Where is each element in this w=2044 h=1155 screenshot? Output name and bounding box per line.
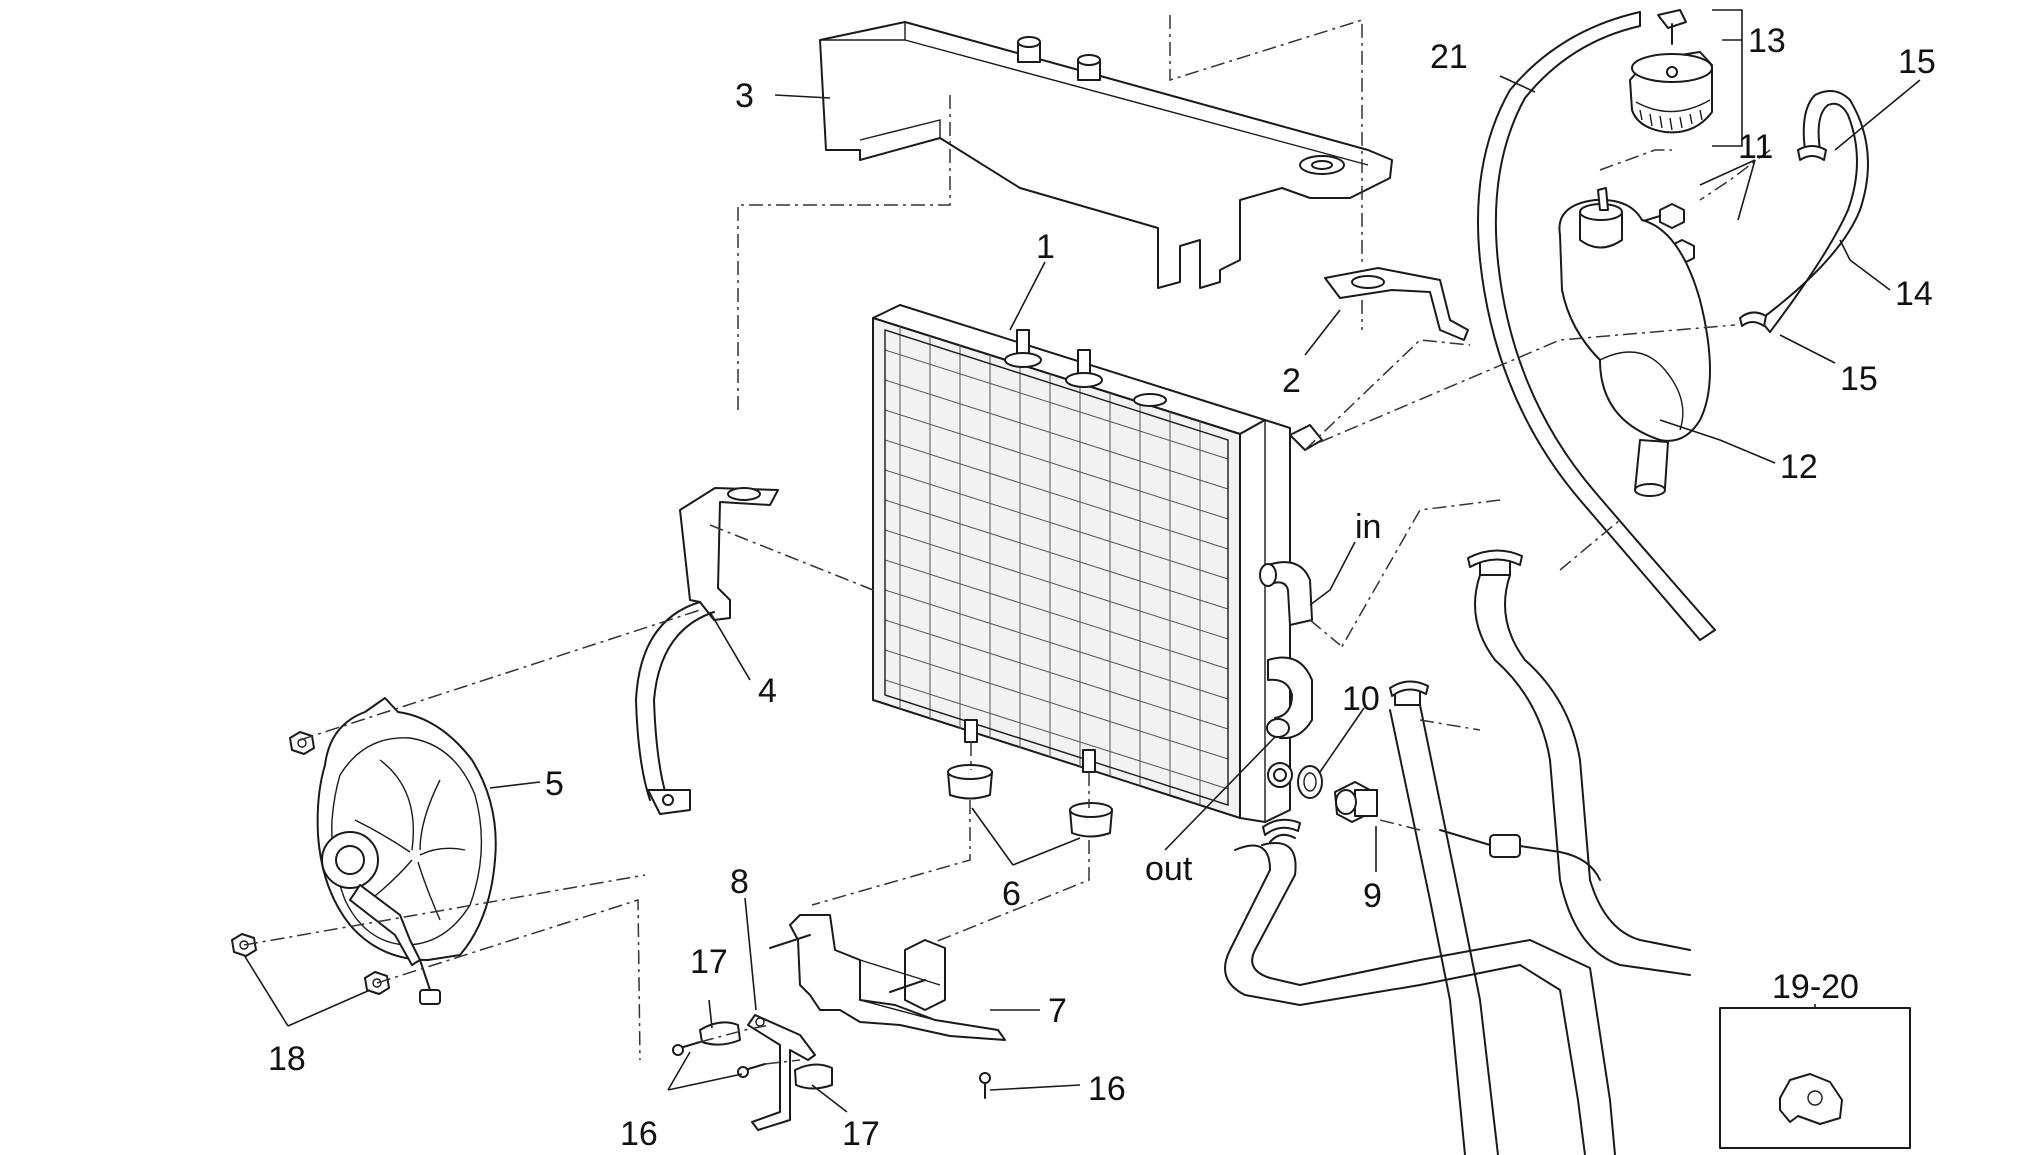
callout-4: 4 [758,672,777,710]
callout-6: 6 [1002,875,1021,913]
callout-15-bottom: 15 [1840,360,1878,398]
part-3-upper-bracket [819,21,1393,289]
part-12-expansion-tank [1558,187,1711,497]
callout-16-left: 16 [620,1115,658,1153]
callout-18: 18 [268,1040,306,1078]
label-in: in [1355,508,1381,546]
part-16-screws [672,1041,991,1099]
part-7-lower-bracket [769,914,1006,1041]
callout-5: 5 [545,765,564,803]
callout-14: 14 [1895,275,1933,313]
part-6-grommets [947,764,1113,838]
part-9-temperature-sensor [1334,781,1378,823]
radiator-core-grid [884,326,1229,805]
callout-12: 12 [1780,448,1818,486]
part-8-lower-stay [747,1014,816,1131]
part-19-20-inset [1719,1007,1911,1149]
callout-10: 10 [1342,680,1380,718]
callout-9: 9 [1363,877,1382,915]
part-13-filler-cap [1629,9,1713,134]
assembly-lines [243,15,1771,1065]
callout-2: 2 [1282,362,1301,400]
callout-8: 8 [730,863,749,901]
callout-15-top: 15 [1898,43,1936,81]
callout-1: 1 [1036,228,1055,266]
label-out: out [1145,850,1193,888]
leader-lines [243,9,1921,1113]
callout-17-top: 17 [690,943,728,981]
part-5-cooling-fan [316,697,497,1005]
part-2-small-bracket [1324,267,1469,341]
part-10-seal-ring [1297,765,1323,799]
callout-labels: 1 2 3 4 5 6 7 8 9 10 11 12 13 14 15 15 1… [268,22,1936,1153]
callout-16-right: 16 [1088,1070,1126,1108]
coolant-hoses [1224,549,1691,1155]
callout-7: 7 [1048,992,1067,1030]
callout-13: 13 [1748,22,1786,60]
part-21-overflow-hose [1477,11,1716,641]
part-4-fan-strap [635,487,779,815]
part-1-radiator [872,304,1323,823]
callout-3: 3 [735,77,754,115]
callout-21: 21 [1430,38,1468,76]
callout-17-bottom: 17 [842,1115,880,1153]
callout-19-20: 19-20 [1772,968,1859,1006]
part-15-hose-clips [1739,145,1827,327]
callout-11: 11 [1738,128,1773,166]
part-14-breather-hose [1759,90,1869,333]
